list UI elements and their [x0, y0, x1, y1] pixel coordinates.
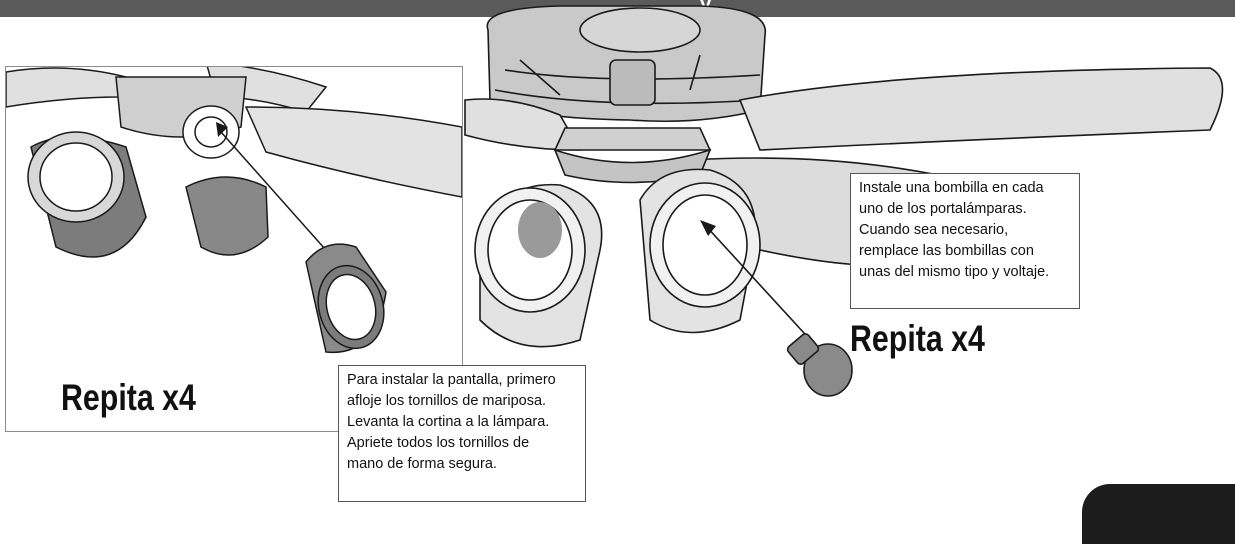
- bulb-install-note: Instale una bombilla en cada uno de los …: [850, 173, 1080, 309]
- corner-tab: [1082, 484, 1235, 544]
- note-line: Cuando sea necesario,: [859, 222, 1009, 238]
- note-line: Instale una bombilla en cada: [859, 180, 1044, 196]
- note-line: afloje los tornillos de mariposa.: [347, 393, 547, 409]
- note-line: uno de los portalámparas.: [859, 201, 1027, 217]
- note-line: unas del mismo tipo y voltaje.: [859, 264, 1050, 280]
- shade-install-illustration: [6, 67, 462, 354]
- note-line: remplace las bombillas con: [859, 243, 1034, 259]
- repeat-label-left: Repita x4: [61, 377, 196, 418]
- note-line: mano de forma segura.: [347, 456, 497, 472]
- repeat-label-right: Repita x4: [850, 318, 985, 359]
- note-line: Apriete todos los tornillos de: [347, 435, 530, 451]
- note-line: Levanta la cortina a la lámpara.: [347, 414, 550, 430]
- fan-bulb-illustration: [464, 5, 1224, 397]
- shade-install-note: Para instalar la pantalla, primero afloj…: [338, 365, 586, 502]
- note-line: Para instalar la pantalla, primero: [347, 372, 556, 388]
